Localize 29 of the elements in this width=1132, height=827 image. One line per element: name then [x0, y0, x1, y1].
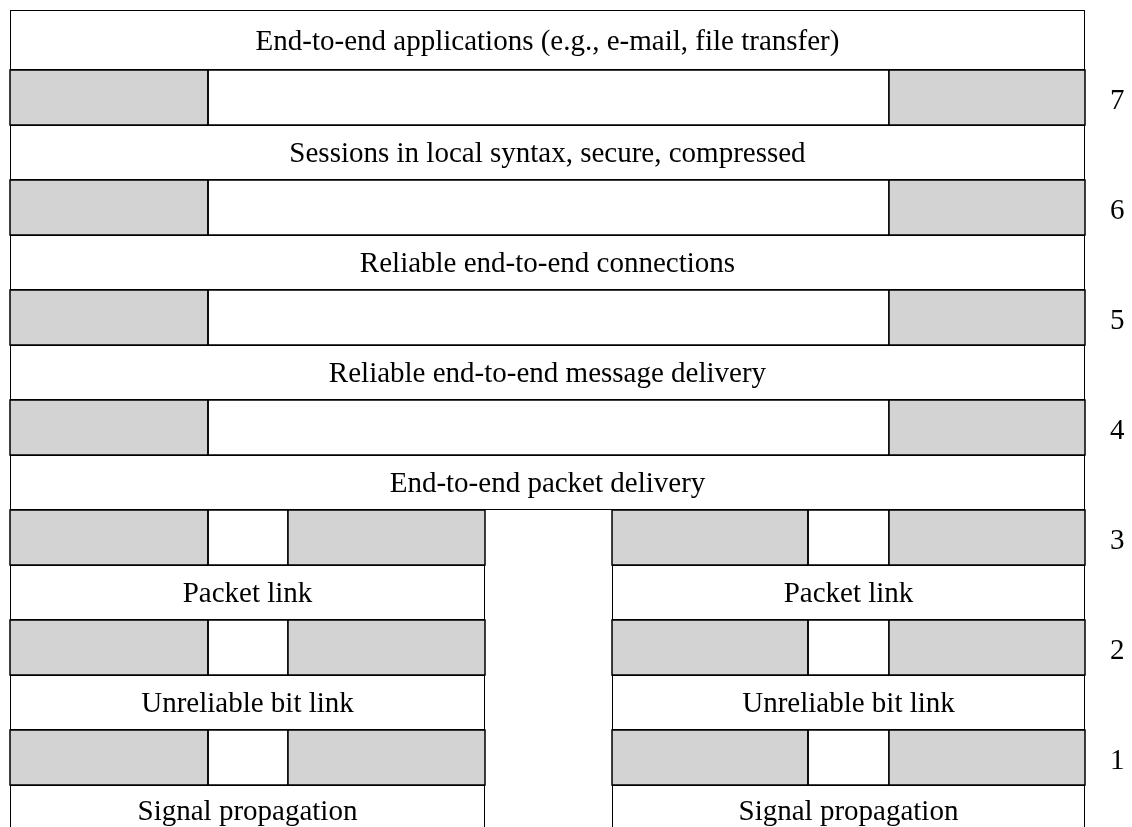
layer-box	[612, 565, 1085, 620]
layer-label: Unreliable bit link	[742, 686, 955, 719]
layer-label: Signal propagation	[137, 794, 358, 827]
layer-box	[10, 235, 1085, 290]
layer-box	[10, 345, 1085, 400]
layer-number: 1	[1110, 743, 1125, 776]
layer-box	[10, 455, 1085, 510]
layer-box	[10, 565, 485, 620]
layer-label: Signal propagation	[738, 794, 959, 827]
layer-number: 2	[1110, 633, 1125, 666]
layer-label: Reliable end-to-end message delivery	[328, 356, 767, 389]
layer-box	[10, 785, 485, 827]
layer-box	[612, 785, 1085, 827]
layer-label: End-to-end packet delivery	[389, 466, 706, 499]
layer-label: Unreliable bit link	[141, 686, 354, 719]
layer-box	[10, 10, 1085, 70]
layer-label: Packet link	[182, 576, 313, 609]
layer-label: Reliable end-to-end connections	[359, 246, 736, 279]
layer-label: Packet link	[783, 576, 914, 609]
layer-label: End-to-end applications (e.g., e-mail, file transfer)	[255, 23, 840, 57]
layer-number: 5	[1110, 303, 1125, 336]
layer-number: 4	[1110, 413, 1125, 446]
layer-box	[10, 675, 485, 730]
layer-box	[10, 125, 1085, 180]
layer-box	[612, 675, 1085, 730]
layer-number: 7	[1110, 83, 1125, 116]
layer-number: 6	[1110, 193, 1125, 226]
layer-number: 3	[1110, 523, 1125, 556]
layer-label: Sessions in local syntax, secure, compressed	[289, 136, 806, 169]
